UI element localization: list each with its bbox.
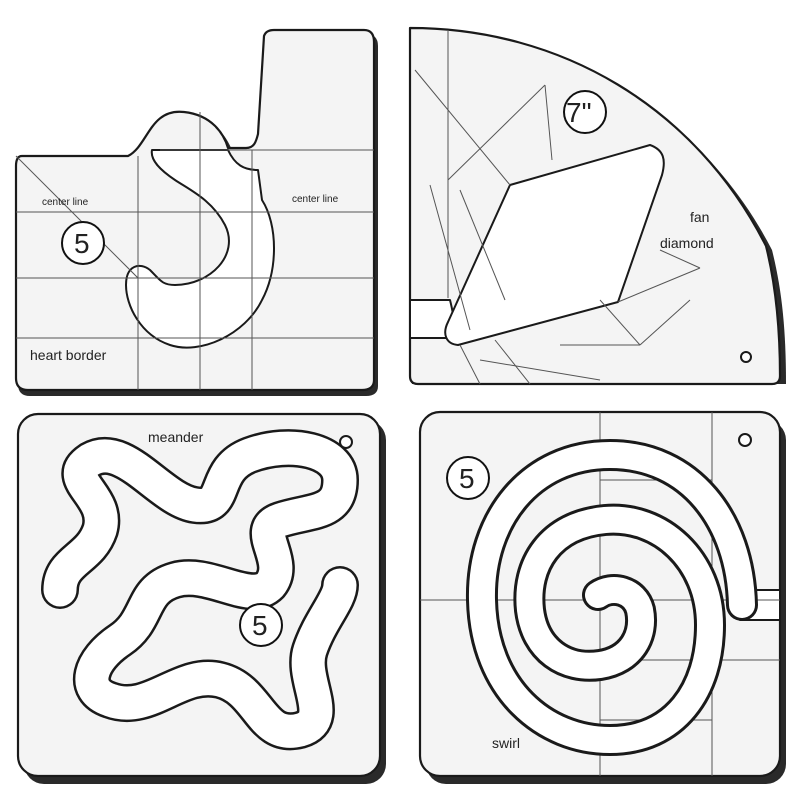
- meander-size-mark: 5: [252, 610, 268, 641]
- heart-border-center-line-label-1: center line: [42, 197, 89, 208]
- fan-diamond-name-line-1: fan: [690, 209, 709, 225]
- fan-diamond-size-ring: [563, 90, 607, 134]
- fan-diamond-size-mark: 7": [566, 97, 592, 128]
- fan-diamond-template: 7" fan diamond: [408, 26, 786, 386]
- swirl-size-mark: 5: [459, 463, 475, 494]
- fan-diamond-guides: [414, 30, 701, 385]
- meander-name: meander: [148, 429, 204, 445]
- heart-border-hook-cutout: [125, 149, 275, 349]
- heart-border-template: center line center line 5 heart border: [14, 28, 378, 396]
- meander-template: meander 5: [16, 412, 386, 784]
- fan-diamond-name-line-2: diamond: [660, 235, 714, 251]
- heart-border-grid: [15, 112, 374, 390]
- swirl-template: 5 swirl: [418, 410, 786, 784]
- meander-size-ring: [239, 603, 283, 647]
- heart-border-plate: [14, 28, 376, 392]
- fan-diamond-hang-hole: [740, 351, 752, 363]
- meander-hang-hole: [339, 435, 353, 449]
- swirl-size-ring: [446, 456, 490, 500]
- heart-border-size-ring: [61, 221, 105, 265]
- heart-border-name: heart border: [30, 347, 107, 363]
- swirl-hang-hole: [738, 433, 752, 447]
- meander-channel: [43, 431, 357, 748]
- heart-border-center-line-label-2: center line: [292, 194, 339, 205]
- heart-border-size-mark: 5: [74, 228, 90, 259]
- swirl-channel: [468, 442, 755, 753]
- swirl-name: swirl: [492, 735, 520, 751]
